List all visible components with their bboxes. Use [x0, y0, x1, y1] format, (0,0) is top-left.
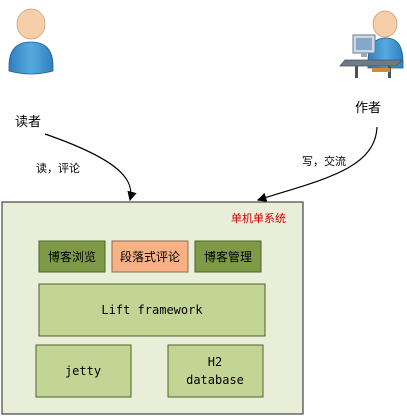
paragraph-comment-label: 段落式评论 — [120, 249, 180, 264]
blog-browse-box — [38, 240, 106, 273]
jetty-label: jetty — [65, 364, 101, 378]
reader-label: 读者 — [15, 115, 41, 130]
reader-edge-line — [44, 133, 137, 202]
blog-manage-box — [194, 240, 262, 273]
author-label: 作者 — [355, 101, 381, 116]
lift-framework-label: Lift framework — [101, 303, 203, 317]
h2-label: H2 — [208, 355, 222, 369]
author-edge-line — [256, 126, 378, 202]
author-at-computer-icon — [339, 10, 404, 78]
blog-browse-label: 博客浏览 — [48, 249, 96, 264]
jetty-box — [35, 344, 132, 398]
author-edge-label: 写，交流 — [302, 154, 346, 168]
blog-manage-label: 博客管理 — [204, 249, 252, 264]
reader-edge-label: 读，评论 — [36, 161, 80, 175]
database-label: database — [186, 373, 244, 387]
system-title: 单机单系统 — [231, 211, 286, 225]
reader-person-icon — [8, 8, 54, 75]
lift-framework-box — [38, 283, 266, 337]
h2-database-box — [167, 344, 264, 398]
paragraph-comment-box — [111, 240, 189, 273]
